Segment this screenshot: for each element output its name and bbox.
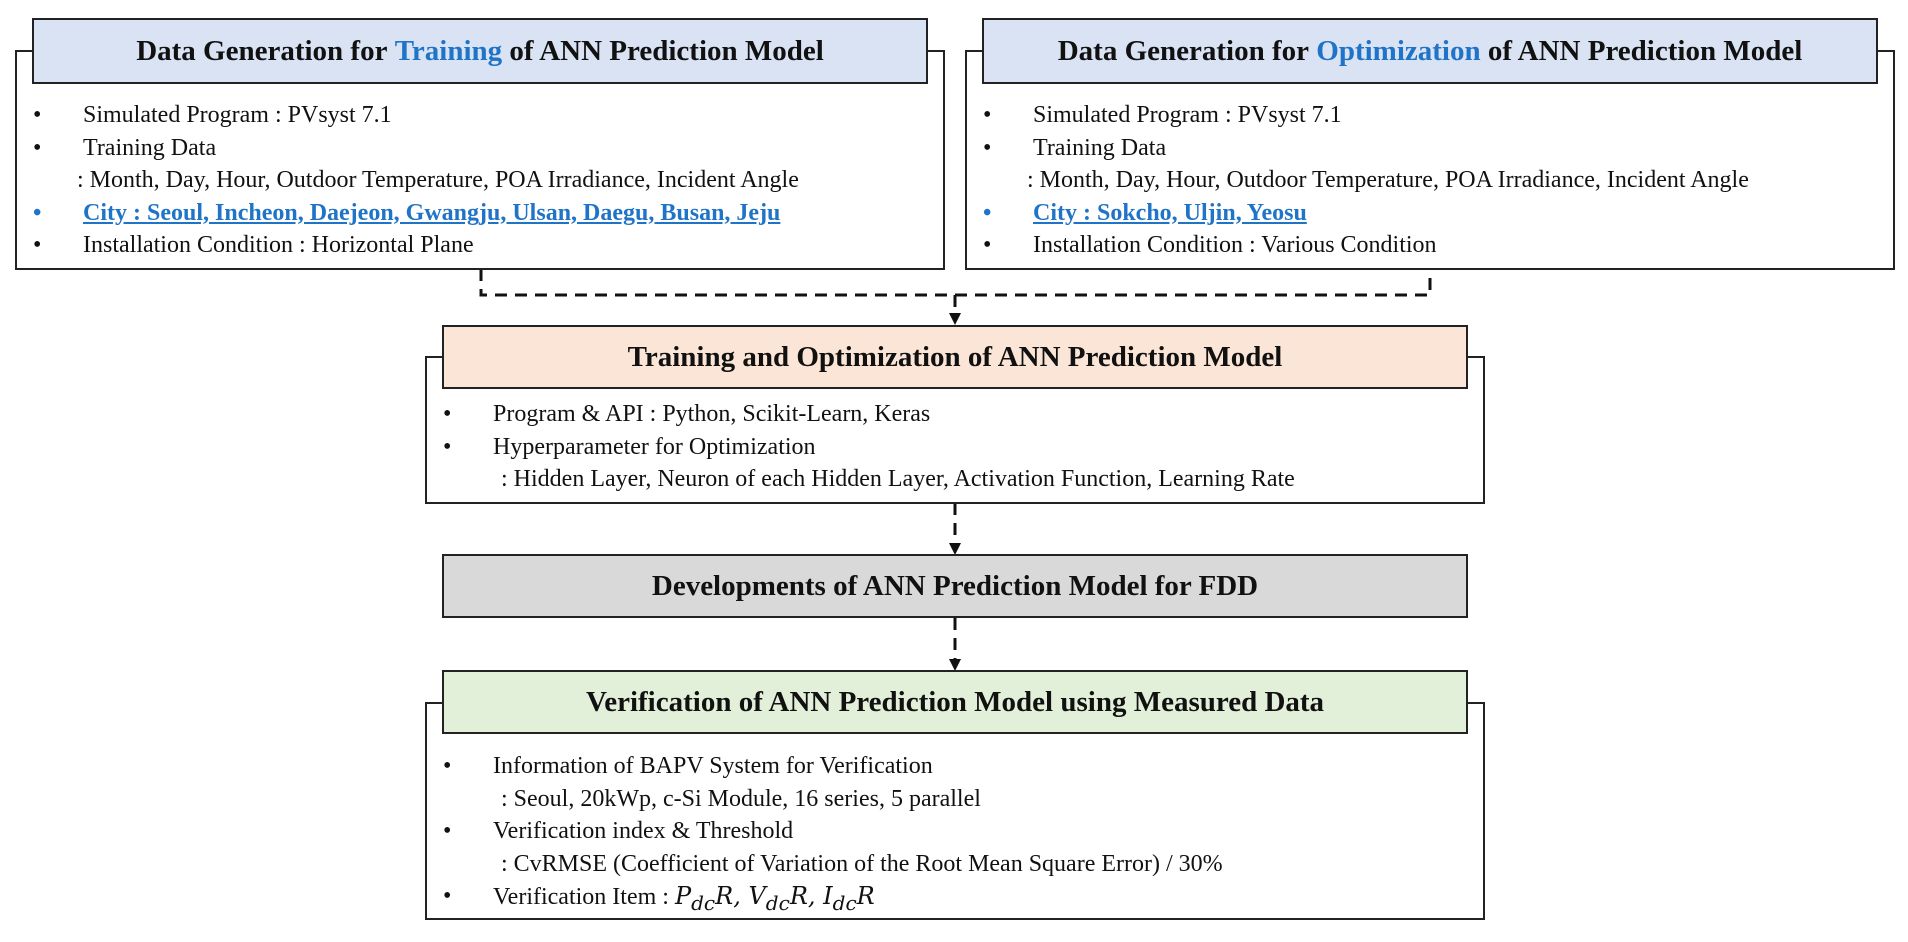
training-optimization-list: Program & API : Python, Scikit-Learn, Ke… <box>443 398 1295 496</box>
list-item-detail: : Seoul, 20kWp, c-Si Module, 16 series, … <box>501 785 981 812</box>
list-item: Installation Condition : Various Conditi… <box>983 229 1749 262</box>
list-item: Simulated Program : PVsyst 7.1 <box>33 99 799 132</box>
optimization-data-header: Data Generation for Optimization of ANN … <box>982 18 1878 84</box>
list-item-detail: : Month, Day, Hour, Outdoor Temperature,… <box>77 167 799 193</box>
header-text: Data Generation for <box>1057 34 1310 67</box>
list-item-detail: : CvRMSE (Coefficient of Variation of th… <box>501 850 1223 877</box>
list-item: Information of BAPV System for Verificat… <box>443 750 1223 815</box>
training-data-header: Data Generation for Training of ANN Pred… <box>32 18 928 84</box>
header-text: Data Generation for <box>136 34 388 67</box>
list-item: Installation Condition : Horizontal Plan… <box>33 229 799 262</box>
optimization-data-list: Simulated Program : PVsyst 7.1 Training … <box>983 99 1749 262</box>
verification-items-math: PdcR, VdcR, IdcR <box>674 882 875 915</box>
verification-list: Information of BAPV System for Verificat… <box>443 750 1223 920</box>
training-optimization-header: Training and Optimization of ANN Predict… <box>442 325 1468 389</box>
header-text: of ANN Prediction Model <box>509 34 824 67</box>
header-accent-text: Optimization <box>1316 34 1481 67</box>
list-item-detail: : Month, Day, Hour, Outdoor Temperature,… <box>1027 167 1749 193</box>
list-item-highlight: City : Sokcho, Uljin, Yeosu <box>983 197 1749 230</box>
list-item: Verification Item : PdcR, VdcR, IdcR <box>443 880 1223 920</box>
list-item: Training Data: Month, Day, Hour, Outdoor… <box>33 132 799 197</box>
list-item: Hyperparameter for Optimization: Hidden … <box>443 431 1295 496</box>
list-item-highlight: City : Seoul, Incheon, Daejeon, Gwangju,… <box>33 197 799 230</box>
header-text: of ANN Prediction Model <box>1487 34 1803 67</box>
verification-header: Verification of ANN Prediction Model usi… <box>442 670 1468 734</box>
list-item: Verification index & Threshold: CvRMSE (… <box>443 815 1223 880</box>
list-item: Program & API : Python, Scikit-Learn, Ke… <box>443 398 1295 431</box>
header-accent-text: Training <box>394 34 503 67</box>
development-header: Developments of ANN Prediction Model for… <box>442 554 1468 618</box>
list-item-detail: : Hidden Layer, Neuron of each Hidden La… <box>501 466 1295 492</box>
merge-connector <box>479 269 1432 297</box>
training-data-list: Simulated Program : PVsyst 7.1 Training … <box>33 99 799 262</box>
list-item: Training Data: Month, Day, Hour, Outdoor… <box>983 132 1749 197</box>
list-item: Simulated Program : PVsyst 7.1 <box>983 99 1749 132</box>
